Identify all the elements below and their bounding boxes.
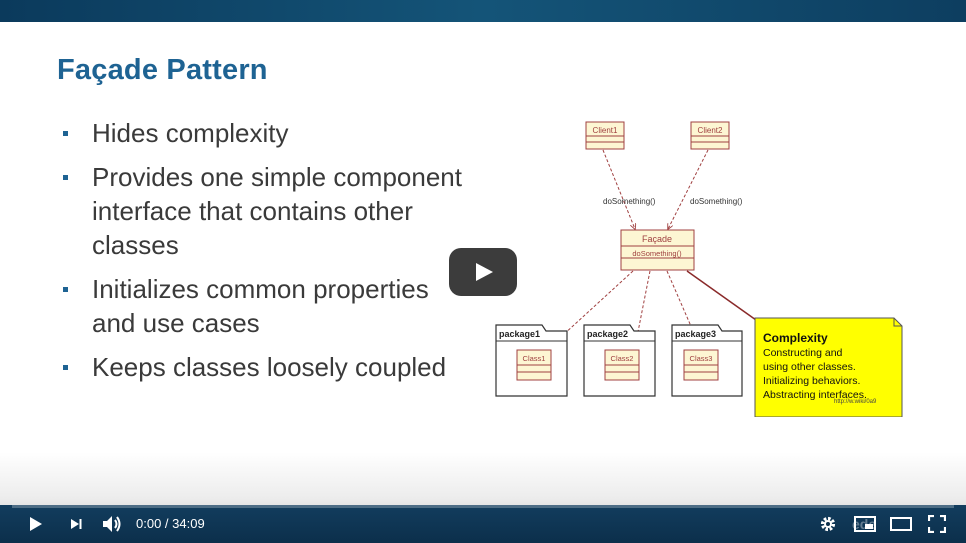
note-line: using other classes. xyxy=(763,361,856,373)
client2-call-label: doSomething() xyxy=(690,197,743,206)
skip-next-icon xyxy=(71,519,82,529)
bullet-text: Provides one simple component interface … xyxy=(92,162,462,260)
volume-icon xyxy=(103,516,121,532)
package3-box: package3 Class3 xyxy=(671,324,743,397)
bullet-item: Initializes common properties and use ca… xyxy=(62,272,462,340)
bullet-text: Hides complexity xyxy=(92,118,289,148)
client1-class-box: Client1 xyxy=(585,121,625,150)
bullet-square-icon xyxy=(63,175,68,180)
bullet-square-icon xyxy=(63,131,68,136)
complexity-note: Complexity Constructing and using other … xyxy=(754,317,903,417)
facade-class-box: Façade doSomething() xyxy=(620,229,695,271)
bullet-item: Keeps classes loosely coupled xyxy=(62,350,462,384)
time-display: 0:00 / 34:09 xyxy=(136,516,205,531)
bullet-item: Provides one simple component interface … xyxy=(62,160,462,262)
progress-bar[interactable] xyxy=(12,505,954,508)
note-title: Complexity xyxy=(763,331,828,345)
client1-call-label: doSomething() xyxy=(603,197,656,206)
package1-label: package1 xyxy=(499,329,540,339)
player-controls-bar: 0:00 / 34:09 ede xyxy=(0,505,966,543)
play-button[interactable] xyxy=(20,505,50,543)
class1-label: Class1 xyxy=(523,354,546,363)
large-play-button[interactable] xyxy=(449,248,517,296)
class3-label: Class3 xyxy=(690,354,713,363)
bullet-text: Initializes common properties and use ca… xyxy=(92,274,429,338)
note-line: Abstracting interfaces. xyxy=(763,389,867,401)
package2-label: package2 xyxy=(587,329,628,339)
theater-mode-button[interactable] xyxy=(888,505,914,543)
play-icon xyxy=(476,263,493,281)
play-icon xyxy=(30,517,42,531)
bullet-list: Hides complexity Provides one simple com… xyxy=(62,116,462,394)
slide-title: Façade Pattern xyxy=(57,54,268,86)
facade-label: Façade xyxy=(642,234,672,244)
volume-button[interactable] xyxy=(98,505,126,543)
facade-method: doSomething() xyxy=(632,249,682,258)
source-url: http://w.wiki/0a9 xyxy=(834,399,877,405)
facade-to-class1-arrow xyxy=(550,270,634,347)
settings-button[interactable] xyxy=(817,505,839,543)
fullscreen-button[interactable] xyxy=(925,505,949,543)
class2-label: Class2 xyxy=(611,354,634,363)
bullet-text: Keeps classes loosely coupled xyxy=(92,352,447,382)
client1-label: Client1 xyxy=(593,126,618,135)
fullscreen-icon xyxy=(928,515,946,533)
facade-uml-diagram: Client1 Client2 doSomething() doSomethin… xyxy=(495,121,903,417)
client2-call-arrow xyxy=(668,149,709,229)
note-line: Initializing behaviors. xyxy=(763,375,860,387)
miniplayer-icon xyxy=(854,516,876,532)
client2-class-box: Client2 xyxy=(690,121,730,150)
miniplayer-button[interactable] xyxy=(852,505,878,543)
bullet-square-icon xyxy=(63,365,68,370)
theater-icon xyxy=(890,517,912,531)
client1-call-arrow xyxy=(602,149,635,229)
facade-to-class3-arrow xyxy=(666,270,700,347)
note-line: Constructing and xyxy=(763,347,843,359)
bullet-square-icon xyxy=(63,287,68,292)
client2-label: Client2 xyxy=(698,126,723,135)
gear-icon xyxy=(820,516,836,532)
package1-box: package1 Class1 xyxy=(495,324,568,397)
next-button[interactable] xyxy=(62,505,90,543)
bullet-item: Hides complexity xyxy=(62,116,462,150)
note-connector xyxy=(686,270,757,321)
package3-label: package3 xyxy=(675,329,716,339)
top-banner xyxy=(0,0,966,22)
facade-to-class2-arrow xyxy=(635,270,651,347)
package2-box: package2 Class2 xyxy=(583,324,656,397)
